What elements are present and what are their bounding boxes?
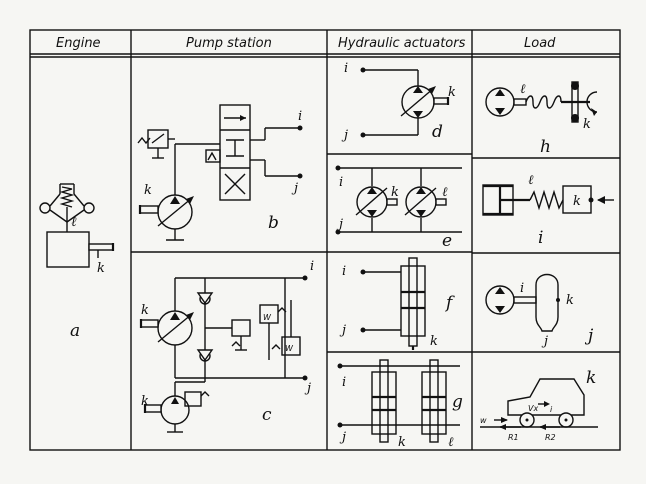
load-h-rotary — [485, 81, 598, 123]
panel-label-b: b — [268, 213, 279, 233]
panel-label-k: k — [586, 368, 596, 388]
panel-label-f: f — [444, 293, 455, 313]
relief-w-mark-2: W — [285, 344, 294, 353]
vehicle-label-w: w — [480, 416, 487, 425]
actuator-g-port-k: k — [398, 435, 406, 450]
header-engine: Engine — [56, 36, 101, 51]
actuator-e-port-i: i — [339, 175, 343, 190]
actuator-g-port-l: ℓ — [448, 435, 454, 450]
load-i-port-k: k — [573, 194, 581, 209]
header-hydraulic-actuators: Hydraulic actuators — [338, 36, 466, 51]
pump-station-c-symbol: W W — [139, 275, 308, 433]
vehicle-label-r1: R1 — [508, 433, 519, 442]
actuator-e-port-j: j — [336, 217, 343, 232]
panel-label-i: i — [538, 228, 543, 248]
actuator-f-port-i: i — [342, 264, 346, 279]
vehicle-label-r2: R2 — [545, 433, 556, 442]
panel-label-h: h — [540, 137, 551, 157]
pump-c-port-k: k — [141, 303, 149, 318]
panel-label-j: j — [584, 326, 594, 346]
pump-b-port-k: k — [144, 183, 152, 198]
load-i-linear — [482, 184, 614, 216]
header-pump-station: Pump station — [186, 36, 272, 51]
panel-label-e: e — [442, 231, 452, 251]
actuator-d-port-i: i — [344, 61, 348, 76]
load-h-port-k: k — [583, 117, 591, 132]
panel-label-c: c — [262, 405, 272, 425]
pump-b-port-j: j — [291, 181, 298, 196]
panel-label-g: g — [452, 392, 463, 412]
panel-label-a: a — [70, 321, 80, 341]
actuator-e-port-k: k — [391, 185, 399, 200]
panel-label-d: d — [432, 122, 443, 142]
table-grid — [29, 29, 621, 451]
load-i-port-l: ℓ — [528, 173, 534, 188]
pump-station-b-symbol — [137, 104, 303, 241]
load-j-port-i: i — [520, 281, 524, 296]
load-h-port-l: ℓ — [520, 82, 526, 97]
engine-port-l: ℓ — [71, 215, 77, 230]
load-j-port-j: j — [541, 334, 548, 349]
load-j-motor-mass — [485, 273, 560, 332]
pump-b-port-i: i — [298, 109, 302, 124]
header-load: Load — [524, 36, 556, 51]
actuator-f-port-j: j — [339, 323, 346, 338]
engine-port-k: k — [97, 261, 105, 276]
relief-w-mark: W — [263, 313, 272, 322]
load-j-port-k: k — [566, 293, 574, 308]
actuator-d-motor — [360, 67, 450, 138]
actuator-d-port-k: k — [448, 85, 456, 100]
actuator-g-twin-cylinders — [337, 359, 460, 443]
engine-symbol — [39, 183, 115, 268]
pump-c-port-j: j — [304, 381, 311, 396]
actuator-g-port-j: j — [339, 430, 346, 445]
actuator-d-port-j: j — [341, 128, 348, 143]
load-k-vehicle — [480, 378, 598, 430]
pump-c-port-i: i — [310, 259, 314, 274]
actuator-g-port-i: i — [342, 375, 346, 390]
actuator-f-port-k: k — [430, 334, 438, 349]
actuator-e-port-l: ℓ — [442, 185, 448, 200]
vehicle-label-vx: Vx — [528, 404, 538, 413]
vehicle-label-i: i — [550, 405, 553, 414]
actuator-e-twin-motors — [335, 165, 462, 235]
pump-c-charge-port-k: k — [141, 394, 149, 409]
actuator-f-cylinder — [360, 257, 426, 350]
